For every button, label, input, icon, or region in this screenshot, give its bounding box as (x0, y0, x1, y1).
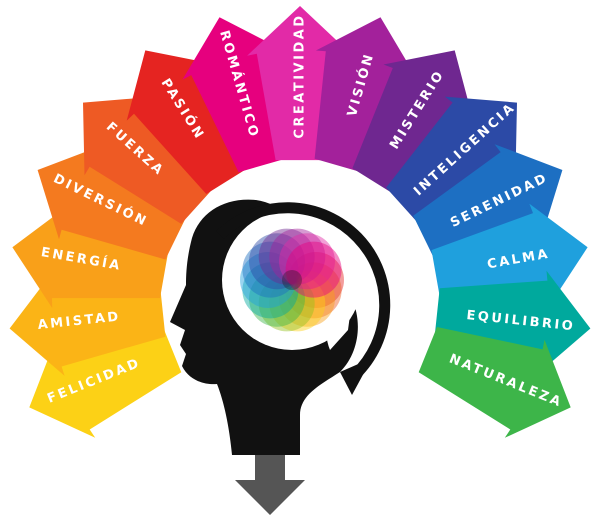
color-arrows: FELICIDADAMISTADENERGÍADIVERSIÓNFUERZAPA… (9, 6, 591, 438)
arrow-equilibrio (434, 270, 591, 376)
arrow-misterio (352, 50, 474, 195)
wheel-petal (242, 241, 299, 298)
wheel-petal (240, 252, 296, 308)
arrow-pasión (126, 50, 248, 195)
wheel-petal (249, 233, 305, 290)
wheel-petal (279, 233, 335, 290)
arrow-naturaleza (418, 327, 571, 438)
head-silhouette (170, 199, 391, 515)
mind-area (222, 210, 362, 350)
wheel-petal (258, 228, 315, 285)
wheel-petal (285, 262, 342, 319)
arrow-energía (12, 203, 169, 308)
wheel-petal (258, 275, 315, 332)
wheel-center (282, 270, 302, 290)
wheel-petal (269, 275, 326, 332)
wheel-petal (269, 228, 326, 285)
wheel-petal (242, 262, 299, 319)
color-wheel-icon (240, 228, 344, 332)
arrow-diversión (37, 144, 187, 260)
wheel-petal (249, 270, 305, 327)
arrowhead-icon (340, 358, 372, 395)
wheel-petal (285, 241, 342, 298)
down-arrow-icon (235, 455, 305, 515)
label-creatividad: CREATIVIDAD (293, 13, 308, 138)
arrow-inteligencia (386, 96, 517, 224)
wheel-petal (288, 252, 344, 308)
wheel-petal (279, 270, 335, 327)
arrow-visión (314, 17, 418, 173)
circular-arrow-icon (216, 202, 391, 379)
arrow-fuerza (83, 96, 214, 224)
